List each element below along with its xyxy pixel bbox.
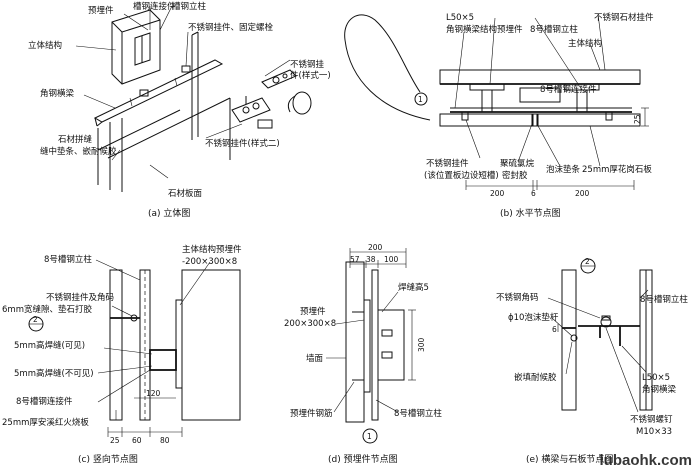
label-b-ss-hanger-2: (该位置板边设短槽): [424, 170, 499, 181]
label-b-post: 8号槽钢立柱: [530, 24, 578, 35]
label-a-stone-face: 石材板面: [168, 188, 203, 199]
dim-d-total: 200: [368, 243, 383, 252]
label-d-weld: 焊缝高5: [398, 282, 429, 293]
label-a-channel-connector: 槽钢连接件: [133, 1, 176, 12]
label-c-ss-angle-2: 6mm宽缝隙、垫石打胶: [2, 304, 92, 315]
label-b-granite: 25mm厚花岗石板: [582, 164, 652, 175]
label-a-joint-2: 缝中垫条、嵌耐候胶: [40, 146, 117, 157]
watermark-logo: lubaohk.com: [599, 452, 692, 469]
label-c-post: 8号槽钢立柱: [44, 254, 92, 265]
label-a-ss-hanger-1: 不锈钢挂: [290, 59, 325, 70]
label-b-angle-2: 角钢横梁: [446, 24, 481, 35]
dim-c-120: 120: [146, 389, 161, 398]
marker-c: 2: [33, 315, 38, 324]
label-b-sealant-1: 聚硫氯烷: [500, 158, 535, 169]
dim-d-0: 57: [350, 255, 360, 264]
label-c-weld-hidden: 5mm高焊缝(不可见): [14, 368, 94, 379]
label-e-post: 8号槽钢立柱: [640, 294, 688, 305]
marker-d: 1: [367, 432, 372, 441]
label-e-ss-angle: 不锈钢角码: [496, 292, 539, 303]
dim-c-1: 60: [132, 436, 142, 445]
dim-d-2: 100: [384, 255, 399, 264]
label-d-post: 8号槽钢立柱: [394, 408, 442, 419]
label-a-embedded: 预埋件: [88, 5, 114, 16]
label-d-wall: 墙面: [306, 353, 324, 364]
dim-e-6: 6: [552, 325, 557, 334]
label-e-foam: ϕ10泡沫垫杆: [508, 312, 559, 323]
label-e-beam-1: L50×5: [642, 373, 670, 383]
caption-a: (a) 立体图: [148, 207, 190, 219]
label-e-bolt-1: 不锈钢螺钉: [630, 414, 673, 425]
marker-e: 2: [585, 257, 590, 266]
label-a-joint-1: 石材拼缝: [58, 134, 93, 145]
label-d-embedded-2: 200×300×8: [284, 319, 336, 329]
label-a-main-structure: 立体结构: [28, 40, 62, 51]
dim-d-1: 38: [366, 255, 376, 264]
dim-b-1: 6: [531, 189, 536, 198]
label-b-channel-connector: 8号槽钢连接件: [540, 84, 597, 95]
dim-d-300: 300: [417, 337, 426, 352]
label-b-ss-stone-hanger: 不锈钢石材挂件: [594, 12, 654, 23]
label-b-ss-hanger-1: 不锈钢挂件: [426, 158, 469, 169]
panel-b-horizontal-node: 1: [344, 12, 654, 219]
dim-b-0: 200: [490, 189, 505, 198]
label-b-embedded: 结构预埋件: [480, 24, 523, 35]
marker-b: 1: [418, 95, 423, 104]
dim-b-v: 25: [633, 114, 642, 124]
label-b-sealant-2: 密封胶: [502, 170, 528, 181]
label-c-ss-angle-1: 不锈钢挂件及角码: [46, 292, 114, 303]
label-b-main-structure: 主体结构: [568, 38, 602, 49]
panel-c-vertical-node: 2 8号槽钢立柱 主体结构预埋件 -200×300×8 不锈钢挂件及角码 6mm…: [2, 244, 242, 465]
caption-c: (c) 竖向节点图: [78, 453, 138, 465]
label-a-ss-hanger-1b: 件(样式一): [290, 70, 331, 81]
dim-c-0: 25: [110, 436, 120, 445]
label-e-beam-2: 角钢横梁: [642, 384, 677, 395]
panel-a-isometric: 预埋件 槽钢连接件 槽钢立柱 立体结构 不锈钢挂件、固定螺栓 角钢横梁 不锈钢挂…: [28, 1, 331, 219]
label-b-foam: 泡沫垫条: [546, 164, 581, 175]
label-a-ss-hanger-bolt: 不锈钢挂件、固定螺栓: [188, 22, 274, 33]
panel-e-beam-stone-node: 2 不锈钢角码 ϕ10泡沫垫杆 8号槽钢立柱 嵌填耐候胶 L50×5 角钢横梁 …: [496, 257, 688, 465]
dim-c-2: 80: [160, 436, 170, 445]
label-c-weld-visible: 5mm高焊缝(可见): [14, 340, 85, 351]
label-a-angle-beam: 角钢横梁: [40, 88, 75, 99]
dim-b-2: 200: [575, 189, 590, 198]
label-d-rebar: 预埋件钢筋: [290, 408, 333, 419]
label-a-channel-post: 槽钢立柱: [172, 1, 207, 12]
label-d-embedded-1: 预埋件: [300, 306, 326, 317]
label-c-embedded-1: 主体结构预埋件: [182, 244, 242, 255]
label-a-ss-hanger-2: 不锈钢挂件(样式二): [205, 138, 280, 149]
caption-e: (e) 横梁与石板节点图: [526, 453, 613, 465]
caption-b: (b) 水平节点图: [500, 207, 561, 219]
caption-d: (d) 预埋件节点图: [328, 453, 398, 465]
label-c-embedded-2: -200×300×8: [182, 257, 237, 267]
label-e-sealant: 嵌填耐候胶: [514, 372, 557, 383]
label-b-angle-1: L50×5: [446, 13, 474, 23]
panel-d-embedded-node: 1 200 57 38 100 焊缝高5 预埋件 200×300×8 墙面 预埋…: [284, 243, 442, 465]
label-c-granite: 25mm厚安溪红火烧板: [2, 417, 89, 428]
label-e-bolt-2: M10×33: [636, 427, 672, 437]
label-c-channel-connector: 8号槽钢连接件: [16, 396, 73, 407]
